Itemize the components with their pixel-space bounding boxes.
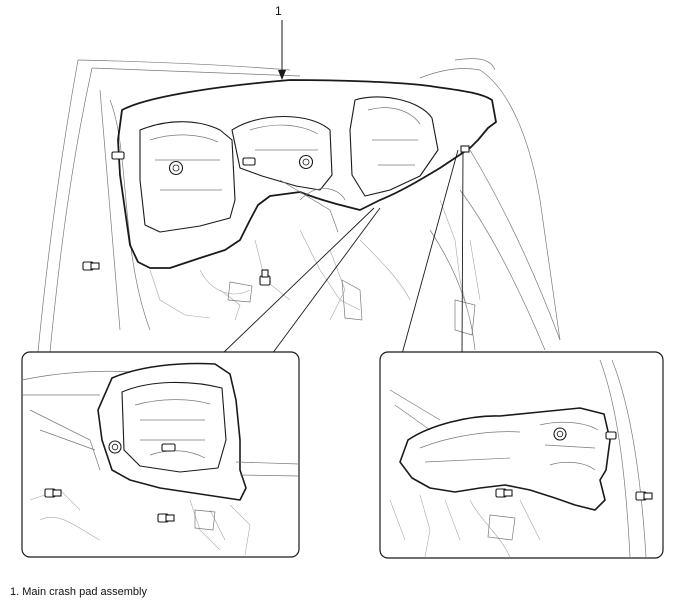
bolt-icon xyxy=(298,154,314,170)
bolt-icon xyxy=(111,151,125,160)
bolt-icon xyxy=(161,443,176,452)
bolt-icon xyxy=(108,440,122,454)
inset-right-bolts xyxy=(495,427,653,501)
bolt-icon xyxy=(82,261,100,271)
bolt-icon xyxy=(259,269,271,286)
bolt-icon xyxy=(605,431,617,440)
bolt-icon xyxy=(495,488,513,498)
car-body-outline xyxy=(37,58,561,353)
detail-inset-right xyxy=(379,351,664,559)
figure-caption: 1. Main crash pad assembly xyxy=(10,586,147,598)
bolt-icon xyxy=(168,160,184,176)
bolt-icon xyxy=(635,491,653,501)
main-bolts xyxy=(82,145,470,286)
main-illustration xyxy=(37,20,561,355)
bolt-icon xyxy=(460,145,470,153)
bolt-icon xyxy=(553,427,567,441)
callout-leader xyxy=(278,20,286,80)
bolt-icon xyxy=(157,513,175,523)
zoom-guides xyxy=(221,149,464,355)
inset-left-bolts xyxy=(44,440,176,523)
main-crash-pad xyxy=(117,79,497,269)
detail-inset-left xyxy=(21,351,300,558)
bolt-icon xyxy=(44,488,62,498)
callout-number: 1 xyxy=(275,4,282,18)
bolt-icon xyxy=(242,157,256,166)
under-dash-structure xyxy=(149,199,481,336)
